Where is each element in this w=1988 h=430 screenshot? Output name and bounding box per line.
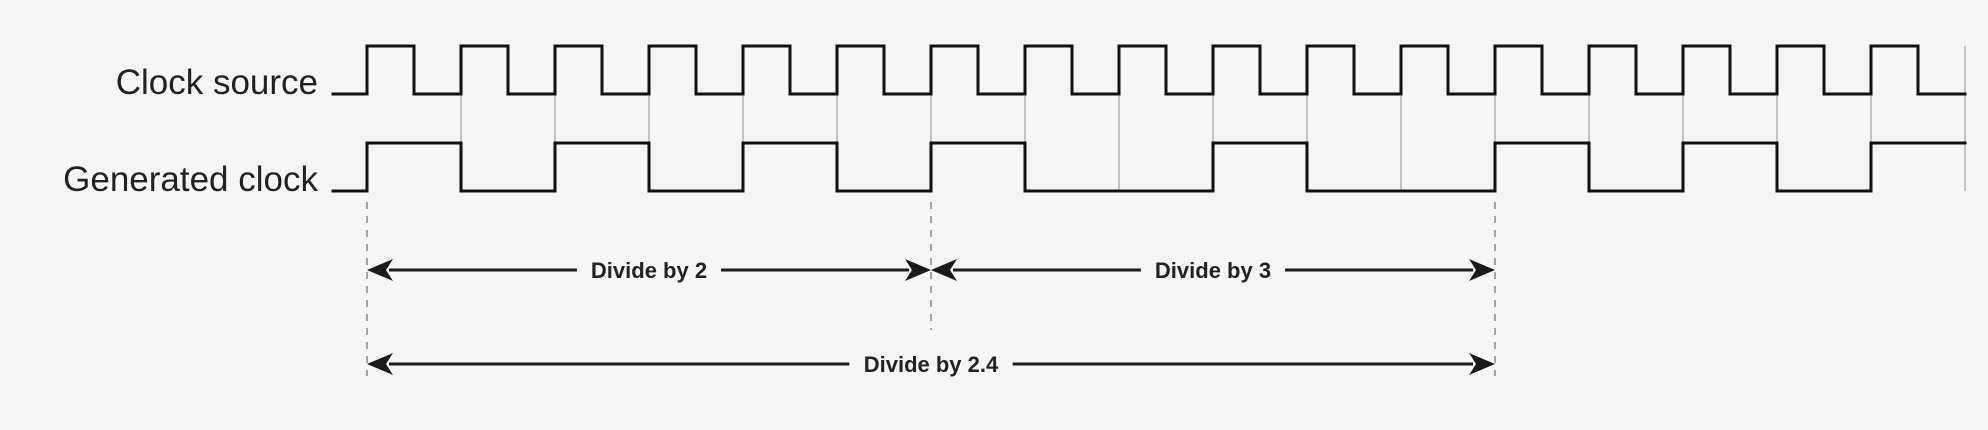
span-1: Divide by 2 [367,258,931,283]
arrowhead-left [367,259,393,281]
generated-clock-waveform [331,141,1967,193]
arrowhead-left [931,259,957,281]
arrowhead-right [1469,259,1495,281]
signal-label-clock-source: Clock source [116,63,318,102]
divide-ratio-spans: Divide by 2 Divide by 3 Divide by 2.4 [367,258,1495,377]
signal-label-generated-clock: Generated clock [63,160,318,199]
arrowhead-right [905,259,931,281]
span-2: Divide by 3 [931,258,1495,283]
span-label: Divide by 2 [591,258,707,283]
span-3: Divide by 2.4 [367,352,1495,377]
span-label: Divide by 3 [1155,258,1271,283]
span-boundary-markers [366,202,1496,376]
span-label: Divide by 2.4 [864,352,999,377]
clock-source-waveform [331,44,1967,96]
arrowhead-right [1469,353,1495,375]
arrowhead-left [367,353,393,375]
